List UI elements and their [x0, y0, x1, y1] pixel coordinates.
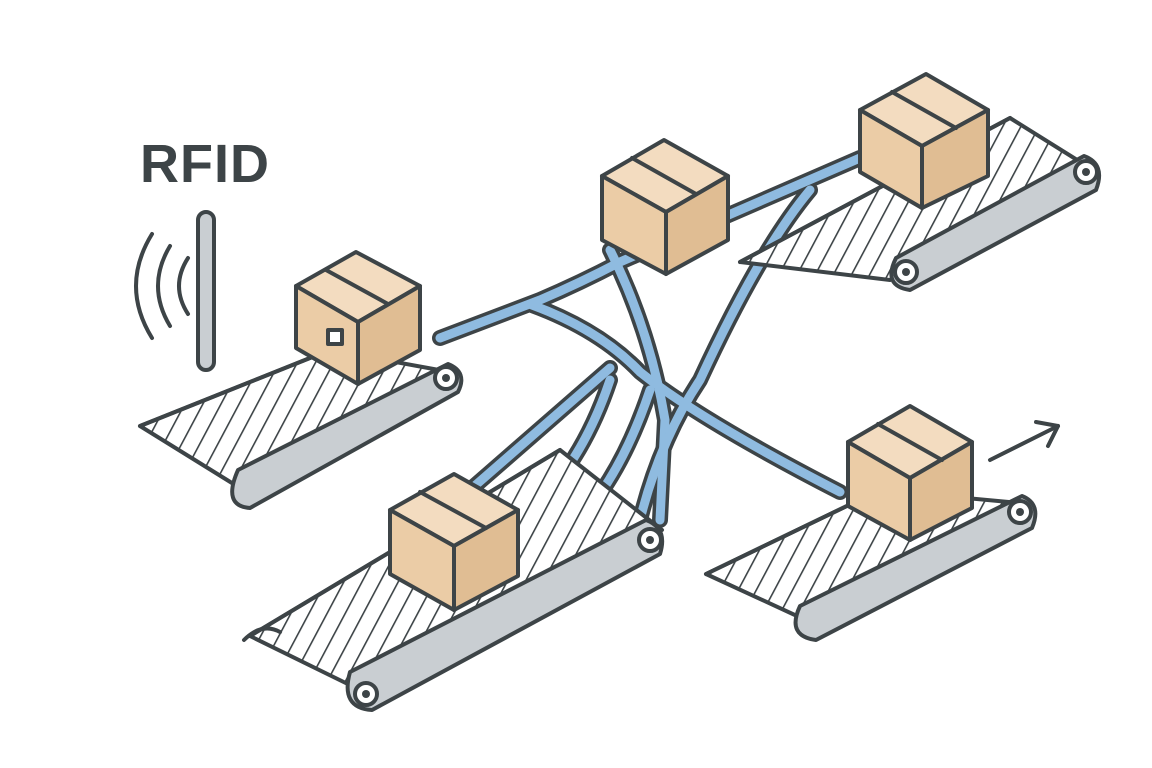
- bottom-center-conveyor-roller: [345, 518, 665, 712]
- infeed-conveyor-roller: [230, 362, 464, 510]
- bottom-right-conveyor-roller: [793, 494, 1038, 642]
- package-top-center: [600, 138, 730, 276]
- arrow-right-icon: [988, 420, 1060, 462]
- package-bottom-right: [846, 404, 974, 542]
- package-with-rfid-tag: [294, 250, 422, 386]
- wireless-signal-icon: [134, 232, 190, 340]
- rfid-label: RFID: [140, 134, 270, 194]
- infeed-conveyor: [138, 348, 464, 510]
- package-bottom-center: [388, 472, 520, 612]
- rfid-tag-icon: [326, 328, 344, 346]
- rfid-reader-pole-icon: [196, 210, 216, 372]
- top-right-conveyor-roller: [889, 154, 1101, 292]
- package-top-right: [858, 72, 990, 210]
